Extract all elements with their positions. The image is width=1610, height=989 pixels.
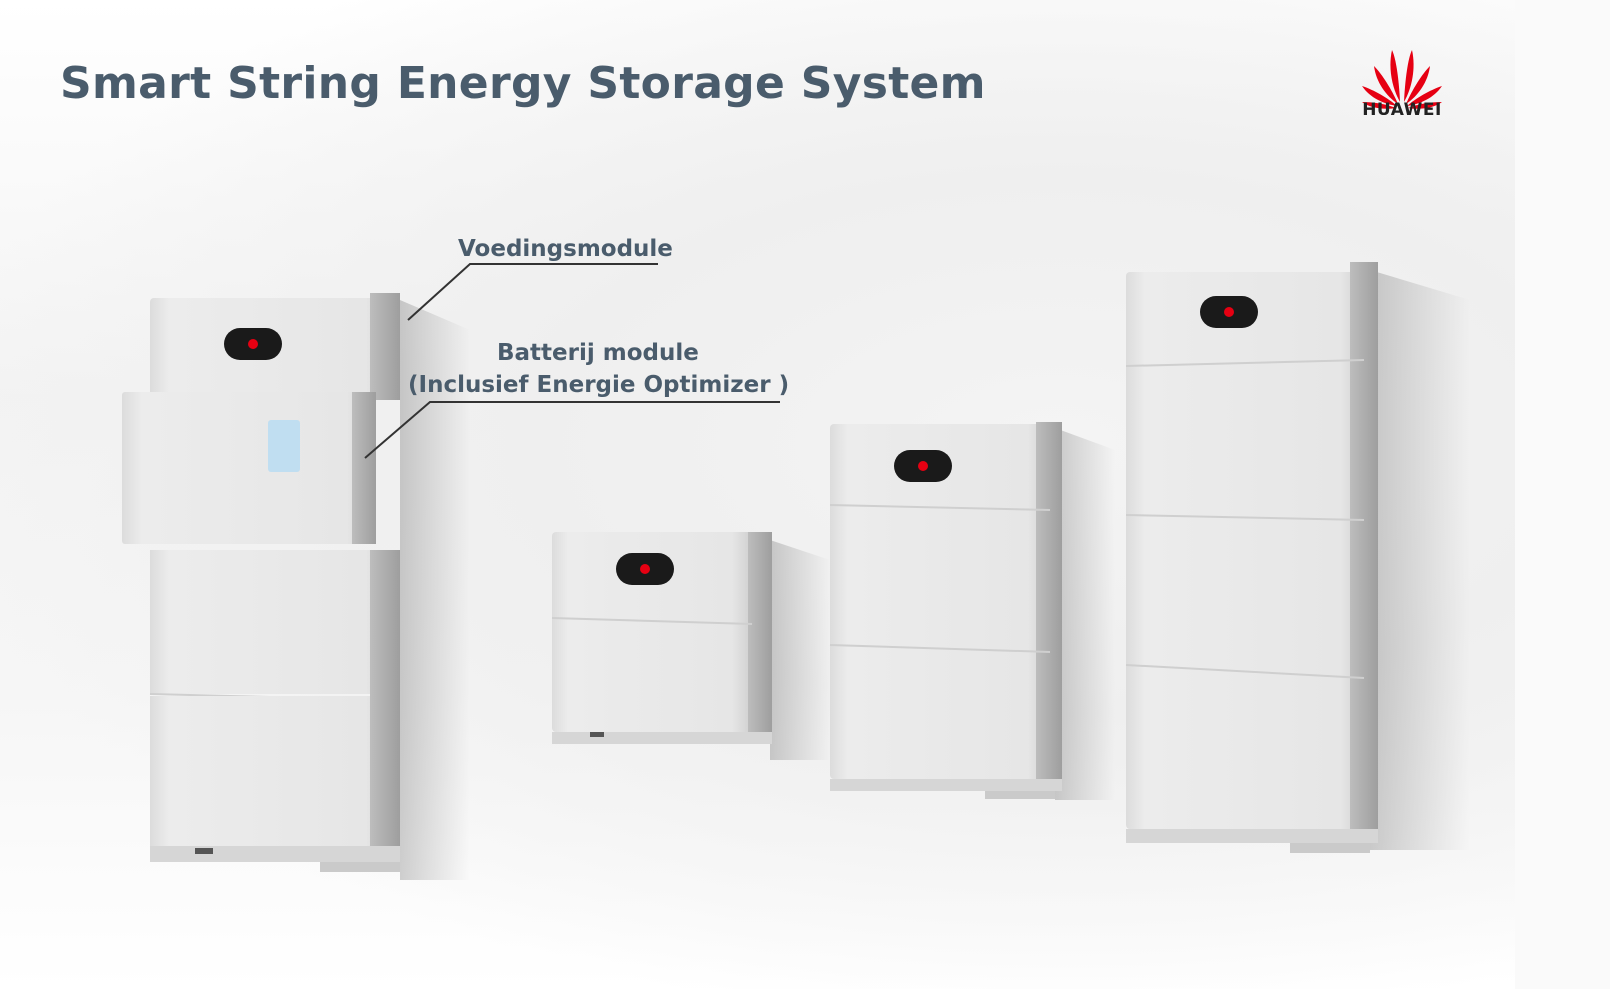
callout-leader-lines [364,263,780,459]
callout-battery-module: Batterij module [497,340,699,366]
callout-battery-module-detail: (Inclusief Energie Optimizer ) [408,372,790,398]
right-margin [1515,0,1610,989]
page-title: Smart String Energy Storage System [60,58,986,109]
battery-unit-medium [829,422,1115,800]
battery-unit-small [551,532,830,760]
brand-wordmark: HUAWEI [1362,100,1442,120]
battery-units-illustration [122,262,1470,880]
battery-unit-tall [1125,262,1470,853]
battery-unit-exploded [122,293,470,880]
callout-power-module: Voedingsmodule [458,236,673,262]
huawei-logo-icon [1362,50,1442,109]
